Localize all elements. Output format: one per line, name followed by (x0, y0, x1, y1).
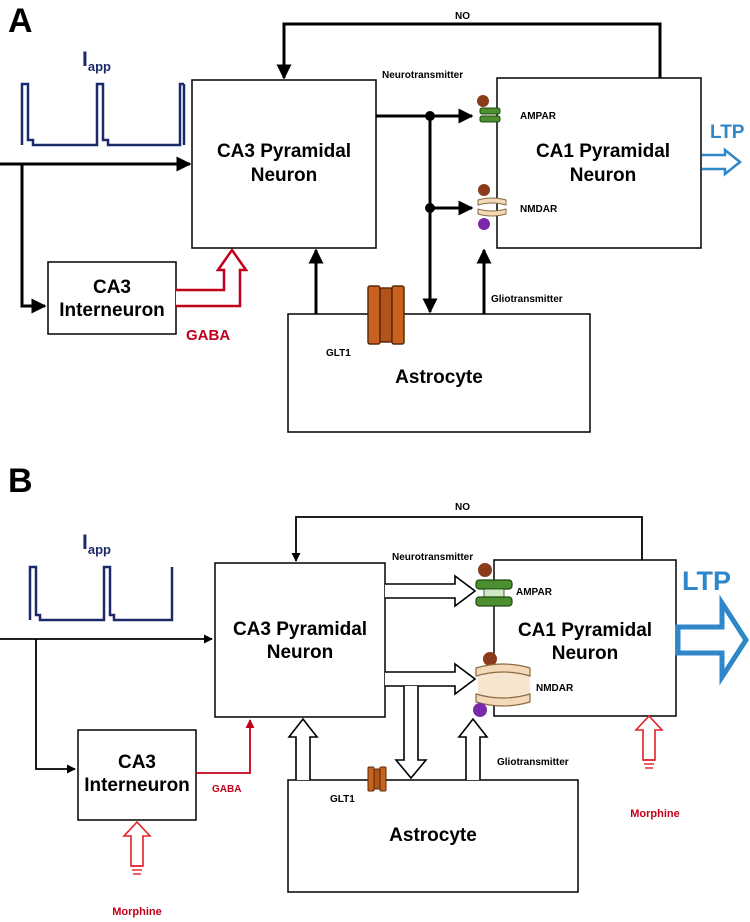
ca1-pyramidal-box (496, 77, 702, 249)
ca3-interneuron-box (47, 261, 177, 335)
ca1-pyramidal-label-1: CA1 Pyramidal (536, 141, 670, 162)
ampar-receptor (475, 563, 513, 607)
glt1-transporter (367, 766, 387, 792)
panel-a: A Iapp NO CA3 Pyramidal Neuron CA1 Pyram… (0, 2, 745, 433)
panel-b-letter: B (8, 462, 33, 500)
astrocyte-box (287, 779, 579, 893)
no-feedback-arrow (276, 22, 662, 80)
morphine-ca1-label: Morphine (630, 808, 680, 820)
ca3-interneuron-label-1: CA3 (118, 752, 156, 773)
morphine-ca1-arrow (634, 714, 664, 769)
ca3-pyramidal-label-1: CA3 Pyramidal (217, 141, 351, 162)
glt1-label: GLT1 (330, 794, 355, 805)
ampar-receptor (477, 95, 501, 123)
gliotransmitter-label: Gliotransmitter (497, 757, 569, 768)
ampar-label: AMPAR (516, 587, 553, 598)
neurotransmitter-label: Neurotransmitter (392, 552, 473, 563)
ca1-pyramidal-label-2: Neuron (570, 165, 637, 186)
junction-dot (425, 203, 435, 213)
no-feedback-arrow (291, 516, 643, 562)
neurotransmitter-to-astrocyte-arrow (394, 686, 428, 780)
nmdar-label: NMDAR (520, 204, 558, 215)
gaba-label: GABA (212, 784, 241, 795)
neurotransmitter-to-nmdar-arrow (385, 662, 477, 696)
gaba-label: GABA (186, 327, 230, 344)
ca1-pyramidal-label-1: CA1 Pyramidal (518, 620, 652, 641)
input-to-interneuron-arrow (35, 639, 76, 774)
panel-b: B Iapp NO CA3 Pyramidal Neuron CA1 Pyram… (0, 462, 749, 918)
input-to-interneuron-arrow (20, 164, 47, 314)
panel-a-letter: A (8, 2, 33, 40)
ca3-interneuron-label-2: Interneuron (84, 775, 190, 796)
glt1-label: GLT1 (326, 348, 351, 359)
ltp-label: LTP (710, 122, 745, 143)
nmdar-receptor (477, 184, 507, 230)
astrocyte-label: Astrocyte (395, 367, 483, 388)
gliotransmitter-arrow (457, 717, 489, 780)
astrocyte-box (287, 313, 591, 433)
iapp-label: Iapp (82, 48, 111, 74)
ca3-pyramidal-label-2: Neuron (251, 165, 318, 186)
ltp-arrow (702, 147, 743, 177)
iapp-pulse-train (28, 565, 174, 622)
gliotransmitter-label: Gliotransmitter (491, 294, 563, 305)
ltp-arrow (675, 594, 749, 686)
gaba-arrow (176, 247, 249, 308)
nmdar-label: NMDAR (536, 683, 574, 694)
ca3-pyramidal-box (191, 79, 377, 249)
ca3-interneuron-label-2: Interneuron (59, 300, 165, 321)
morphine-interneuron-label: Morphine (112, 906, 162, 918)
gaba-arrow (196, 719, 255, 774)
ampar-label: AMPAR (520, 111, 557, 122)
neurotransmitter-label: Neurotransmitter (382, 70, 463, 81)
morphine-interneuron-arrow (122, 820, 152, 875)
junction-dot (425, 111, 435, 121)
ltp-label: LTP (682, 566, 731, 596)
neurotransmitter-to-ampar-arrow (385, 574, 477, 608)
nmdar-receptor (473, 652, 531, 717)
ca3-pyramidal-box (214, 562, 386, 718)
glt1-transporter (367, 285, 405, 345)
ca3-interneuron-label-1: CA3 (93, 277, 131, 298)
ca1-pyramidal-label-2: Neuron (552, 643, 619, 664)
no-label: NO (455, 11, 470, 22)
iapp-pulse-train (20, 82, 184, 147)
no-label: NO (455, 502, 470, 513)
iapp-label: Iapp (82, 531, 111, 557)
ca3-pyramidal-label-2: Neuron (267, 642, 334, 663)
ca3-pyramidal-label-1: CA3 Pyramidal (233, 619, 367, 640)
astrocyte-label: Astrocyte (389, 825, 477, 846)
ca3-interneuron-box (77, 729, 197, 821)
astrocyte-to-ca3-arrow (287, 717, 319, 780)
